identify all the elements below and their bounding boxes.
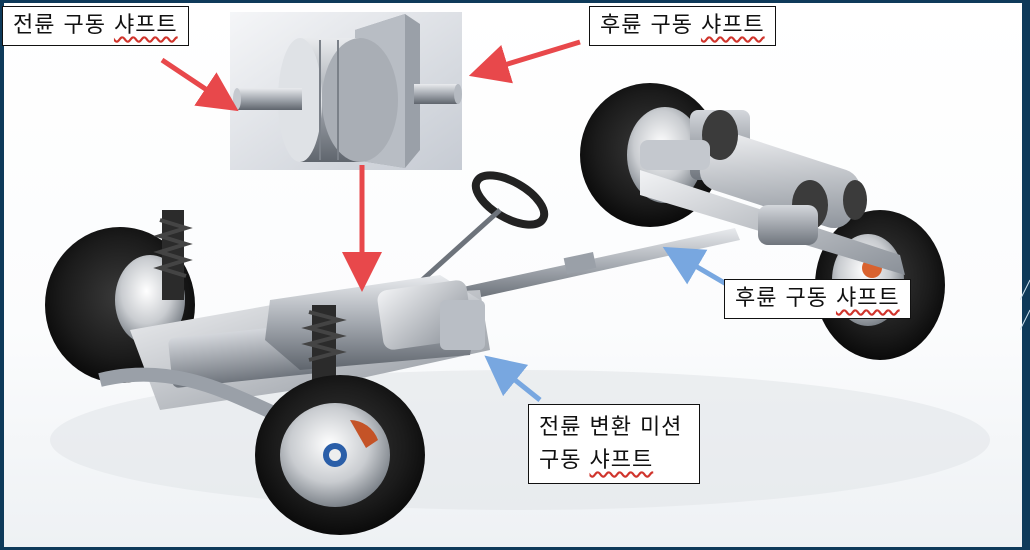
- slide-edge-decoration: [1020, 279, 1030, 331]
- arrow-rear-shaft-right: [662, 246, 730, 288]
- label-rear-drive-shaft-right-prefix: 후륜 구동: [735, 286, 836, 311]
- rear-axle-assembly: [640, 110, 905, 275]
- label-front-drive-shaft-suffix: 샤프트: [113, 13, 178, 38]
- label-rear-drive-shaft-right-suffix: 샤프트: [835, 286, 900, 311]
- label-rear-drive-shaft-right: 후륜 구동 샤프트: [724, 279, 911, 319]
- label-front-transfer-line1: 전륜 변환 미션: [539, 415, 683, 440]
- front-wheel-near: [255, 375, 425, 535]
- front-strut-left: [153, 210, 193, 300]
- arrow-transfer-shaft: [484, 355, 542, 402]
- label-front-drive-shaft: 전륜 구동 샤프트: [2, 6, 189, 46]
- arrow-rear-shaft-top: [468, 39, 581, 84]
- transmission-unit: [265, 275, 485, 370]
- front-strut-right: [301, 305, 347, 385]
- label-front-transfer-line2: 구동 샤프트: [539, 444, 689, 477]
- label-rear-drive-shaft-top-suffix: 샤프트: [700, 13, 765, 38]
- label-rear-drive-shaft-top: 후륜 구동 샤프트: [589, 6, 776, 46]
- cad-shaft-render: [230, 12, 462, 170]
- label-rear-drive-shaft-top-prefix: 후륜 구동: [600, 13, 701, 38]
- label-front-transfer-line2-suffix: 샤프트: [589, 448, 654, 473]
- label-front-drive-shaft-prefix: 전륜 구동: [13, 13, 114, 38]
- label-front-transfer-shaft: 전륜 변환 미션 구동 샤프트: [528, 404, 700, 484]
- label-front-transfer-line2-prefix: 구동: [539, 448, 590, 473]
- arrow-front-shaft: [160, 57, 239, 112]
